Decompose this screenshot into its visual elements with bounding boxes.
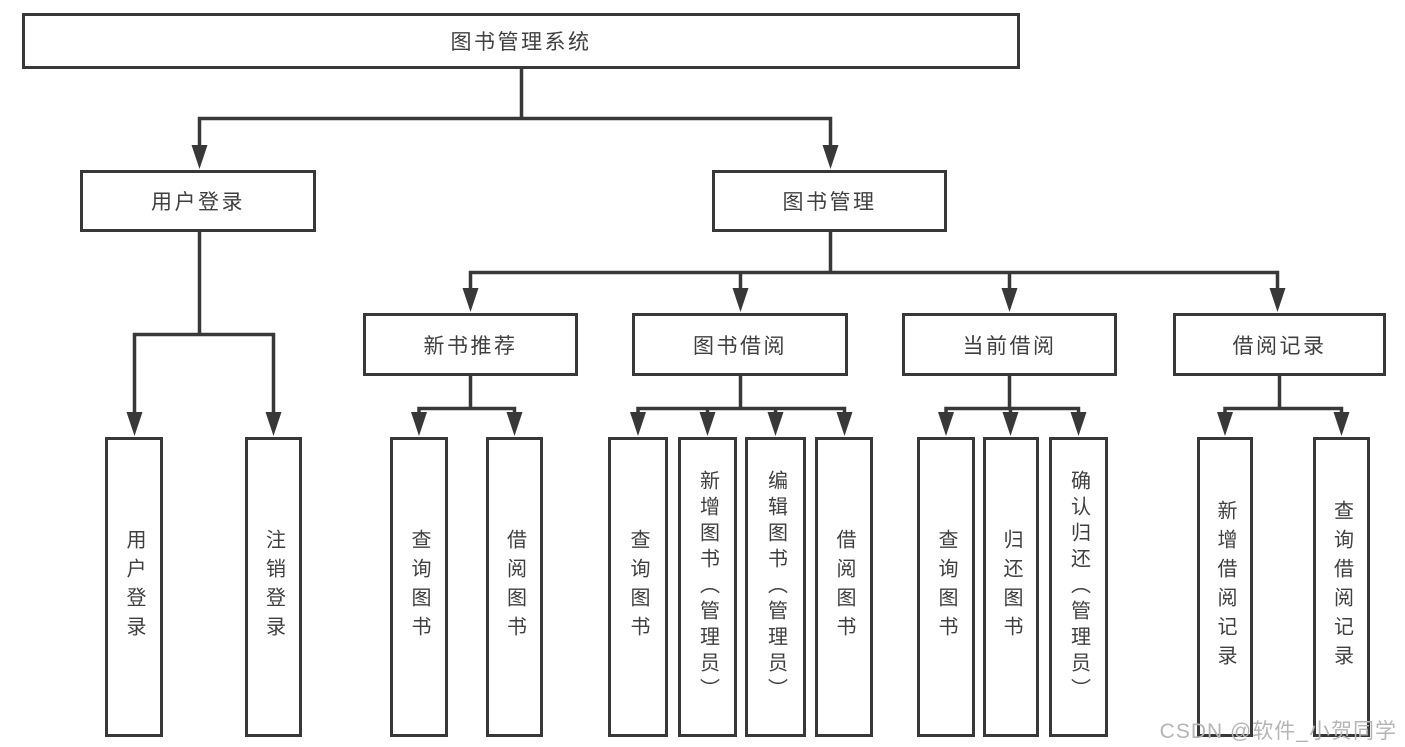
edges-book-borrow <box>636 376 847 416</box>
node-cb-confirm-return-admin: 确认归还（管理员） <box>1049 437 1108 737</box>
node-current-borrow: 当前借阅 <box>902 313 1117 376</box>
node-label: 用户登录 <box>151 191 245 214</box>
edges-user-login <box>132 232 276 416</box>
edges-new-book-recommend <box>417 376 517 416</box>
arrowhead-down-icon <box>699 412 716 436</box>
node-book-borrow: 图书借阅 <box>632 313 848 376</box>
node-label: 当前借阅 <box>962 334 1057 358</box>
node-user-login: 用户登录 <box>80 170 316 232</box>
node-label: 借阅记录 <box>1232 334 1327 358</box>
arrowhead-down-icon <box>462 288 479 312</box>
node-cb-return-books: 归还图书 <box>983 437 1039 737</box>
node-label: 借阅图书 <box>833 529 855 645</box>
node-label: 新书推荐 <box>423 334 518 358</box>
node-label: 归还图书 <box>1000 529 1022 645</box>
node-bb-add-books-admin: 新增图书（管理员） <box>678 437 737 737</box>
node-label: 查询图书 <box>408 529 430 645</box>
node-nb-query-books: 查询图书 <box>390 437 448 737</box>
arrowhead-down-icon <box>1217 412 1233 436</box>
node-ul-logout: 注销登录 <box>245 437 302 737</box>
node-label: 图书借阅 <box>693 334 787 358</box>
arrowhead-down-icon <box>836 412 853 436</box>
node-label: 确认归还（管理员） <box>1067 470 1090 704</box>
arrowhead-down-icon <box>265 412 282 436</box>
node-ul-user-login: 用户登录 <box>105 437 163 737</box>
node-label: 查询借阅记录 <box>1330 500 1353 674</box>
arrowhead-down-icon <box>191 145 208 169</box>
node-label: 借阅图书 <box>503 529 526 645</box>
node-label: 新增图书（管理员） <box>696 470 719 704</box>
arrowhead-down-icon <box>1070 412 1087 436</box>
arrowhead-down-icon <box>1333 412 1350 436</box>
node-label: 用户登录 <box>123 529 145 645</box>
arrowhead-down-icon <box>630 412 646 436</box>
arrowhead-down-icon <box>1001 288 1018 312</box>
node-label: 图书管理系统 <box>450 31 592 54</box>
arrowhead-down-icon <box>938 412 954 436</box>
arrowhead-down-icon <box>411 412 427 436</box>
node-label: 新增借阅记录 <box>1214 500 1236 674</box>
node-label: 图书管理 <box>782 191 877 214</box>
node-br-query-record: 查询借阅记录 <box>1313 437 1370 737</box>
node-label: 注销登录 <box>262 529 285 645</box>
node-label: 编辑图书（管理员） <box>764 470 787 704</box>
node-book-management: 图书管理 <box>712 170 947 232</box>
arrowhead-down-icon <box>506 412 523 436</box>
node-bb-edit-books-admin: 编辑图书（管理员） <box>745 437 806 737</box>
arrowhead-down-icon <box>1269 288 1286 312</box>
node-bb-borrow-books: 借阅图书 <box>815 437 873 737</box>
arrowhead-down-icon <box>767 412 784 436</box>
node-borrow-records: 借阅记录 <box>1173 313 1386 376</box>
node-library-management-system: 图书管理系统 <box>22 13 1020 69</box>
node-nb-borrow-books: 借阅图书 <box>486 437 543 737</box>
arrowhead-down-icon <box>1002 412 1019 436</box>
node-br-add-record: 新增借阅记录 <box>1197 437 1253 737</box>
edges-current-borrow <box>944 376 1081 416</box>
arrowhead-down-icon <box>126 412 143 436</box>
arrowhead-down-icon <box>732 288 749 312</box>
edges-book-management <box>468 232 1280 292</box>
node-label: 查询图书 <box>935 529 957 645</box>
edges-root <box>197 69 833 150</box>
node-cb-query-books: 查询图书 <box>917 437 975 737</box>
node-new-book-recommend: 新书推荐 <box>363 313 578 376</box>
node-label: 查询图书 <box>627 529 649 645</box>
arrowhead-down-icon <box>822 145 839 169</box>
edges-borrow-records <box>1223 376 1344 416</box>
node-bb-query-books: 查询图书 <box>608 437 668 737</box>
